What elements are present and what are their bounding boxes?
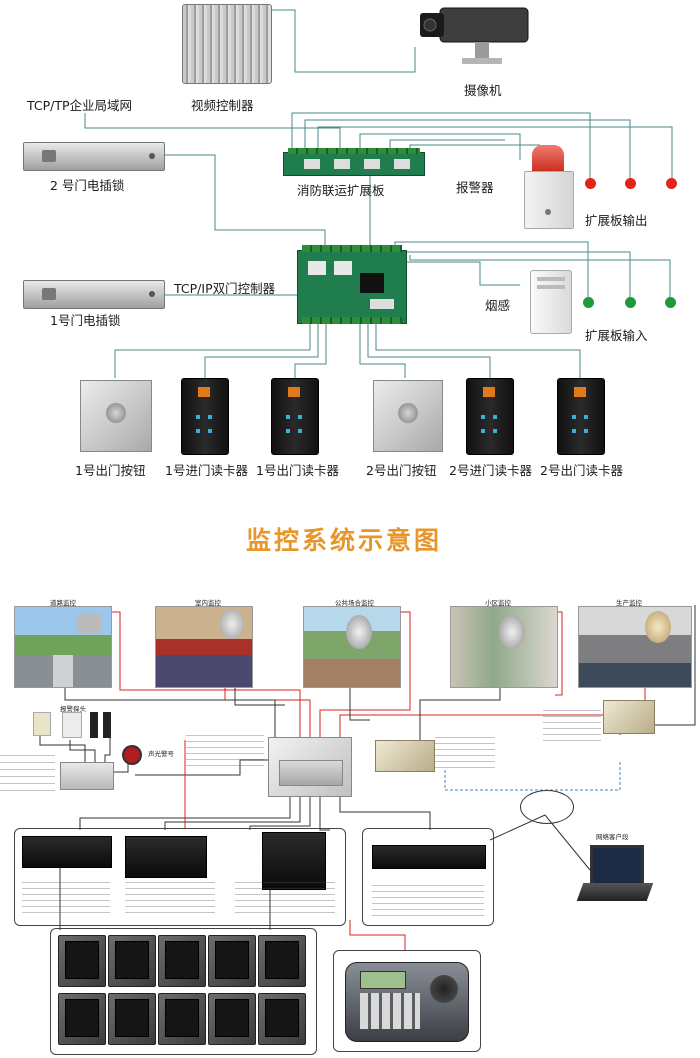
ptz-keyboard bbox=[345, 962, 469, 1042]
transceiver-left-caption bbox=[435, 737, 495, 769]
monitor bbox=[108, 935, 156, 987]
network-dvr bbox=[372, 845, 486, 869]
expansion-output-label: 扩展板输出 bbox=[585, 213, 648, 228]
door-lock-2-label: 2 号门电插锁 bbox=[50, 178, 125, 193]
monitor bbox=[258, 993, 306, 1045]
transceiver-right bbox=[603, 700, 655, 734]
scene-photo-indoor bbox=[155, 606, 253, 688]
device-label-exit-button-1: 1号出门按钮 bbox=[75, 463, 146, 478]
lan-label: TCP/TP企业局域网 bbox=[27, 98, 133, 113]
exit-reader-2 bbox=[557, 378, 605, 455]
dvr-caption bbox=[372, 885, 484, 919]
output-led-2 bbox=[625, 178, 636, 189]
recorder-large-caption bbox=[235, 882, 335, 918]
video-distributor bbox=[268, 737, 352, 797]
probe-icon-3 bbox=[90, 712, 98, 738]
door-lock-1 bbox=[23, 280, 165, 309]
scene-photo-public bbox=[303, 606, 401, 688]
monitor bbox=[158, 935, 206, 987]
recorders-frame bbox=[14, 828, 346, 926]
client-label: 网络客户段 bbox=[596, 833, 629, 841]
alarm-host bbox=[60, 762, 114, 790]
alarm-siren-icon bbox=[522, 145, 574, 229]
fire-board-label: 消防联运扩展板 bbox=[297, 183, 385, 198]
video-controller bbox=[182, 4, 272, 84]
input-led-2 bbox=[625, 297, 636, 308]
dvr-frame bbox=[362, 828, 494, 926]
video-controller-label: 视频控制器 bbox=[191, 98, 254, 113]
monitor bbox=[108, 993, 156, 1045]
recorder-large bbox=[262, 832, 326, 890]
entry-reader-1 bbox=[181, 378, 229, 455]
diagram-title: 监控系统示意图 bbox=[246, 526, 443, 555]
smoke-detector-icon bbox=[530, 270, 572, 334]
probe-icon-1 bbox=[33, 712, 51, 736]
siren-label: 声光警号 bbox=[148, 750, 174, 758]
distributor-caption bbox=[186, 735, 264, 769]
device-label-exit-reader-1: 1号出门读卡器 bbox=[256, 463, 339, 478]
recorder-small-caption bbox=[22, 882, 110, 918]
exit-reader-1 bbox=[271, 378, 319, 455]
output-led-1 bbox=[585, 178, 596, 189]
transceiver-left bbox=[375, 740, 435, 772]
scene-photo-production bbox=[578, 606, 692, 688]
scene-label-indoor: 室内监控 bbox=[195, 599, 221, 607]
camera-label: 摄像机 bbox=[464, 83, 502, 98]
monitor bbox=[158, 993, 206, 1045]
input-led-3 bbox=[665, 297, 676, 308]
scene-label-road: 道路监控 bbox=[50, 599, 76, 607]
smoke-label: 烟感 bbox=[485, 298, 511, 313]
scene-photo-residential bbox=[450, 606, 558, 688]
device-label-exit-reader-2: 2号出门读卡器 bbox=[540, 463, 623, 478]
device-label-exit-button-2: 2号出门按钮 bbox=[366, 463, 437, 478]
monitor bbox=[208, 993, 256, 1045]
alarm-probe-label: 报警探头 bbox=[60, 705, 86, 713]
exit-button-2 bbox=[373, 380, 443, 452]
door-lock-2 bbox=[23, 142, 165, 171]
entry-reader-2 bbox=[466, 378, 514, 455]
monitor bbox=[208, 935, 256, 987]
door-lock-1-label: 1号门电插锁 bbox=[50, 313, 121, 328]
door-controller-label: TCP/IP双门控制器 bbox=[174, 281, 276, 296]
left-caption bbox=[0, 755, 55, 795]
exit-button-1 bbox=[80, 380, 152, 452]
device-label-entry-reader-1: 1号进门读卡器 bbox=[165, 463, 248, 478]
device-label-entry-reader-2: 2号进门读卡器 bbox=[449, 463, 532, 478]
monitor bbox=[258, 935, 306, 987]
laptop-icon bbox=[576, 845, 654, 903]
monitor-wall-frame bbox=[50, 928, 317, 1055]
scene-label-residential: 小区监控 bbox=[485, 599, 511, 607]
scene-label-public: 公共场合监控 bbox=[335, 599, 374, 607]
recorder-medium bbox=[125, 836, 207, 878]
probe-icon-4 bbox=[103, 712, 111, 738]
recorder-small bbox=[22, 836, 112, 868]
scene-label-production: 生产监控 bbox=[616, 599, 642, 607]
alarm-label: 报警器 bbox=[456, 180, 494, 195]
siren-icon bbox=[122, 745, 142, 765]
internet-bubble bbox=[520, 790, 574, 824]
keyboard-frame bbox=[333, 950, 481, 1052]
scene-photo-road bbox=[14, 606, 112, 688]
monitor bbox=[58, 993, 106, 1045]
transceiver-right-caption bbox=[543, 710, 601, 744]
fire-expansion-board bbox=[283, 148, 425, 176]
output-led-3 bbox=[666, 178, 677, 189]
door-controller-board bbox=[297, 245, 407, 324]
input-led-1 bbox=[583, 297, 594, 308]
monitor bbox=[58, 935, 106, 987]
camera-icon bbox=[420, 4, 530, 70]
probe-icon-2 bbox=[62, 712, 82, 738]
expansion-input-label: 扩展板输入 bbox=[585, 328, 648, 343]
recorder-medium-caption bbox=[125, 882, 215, 918]
